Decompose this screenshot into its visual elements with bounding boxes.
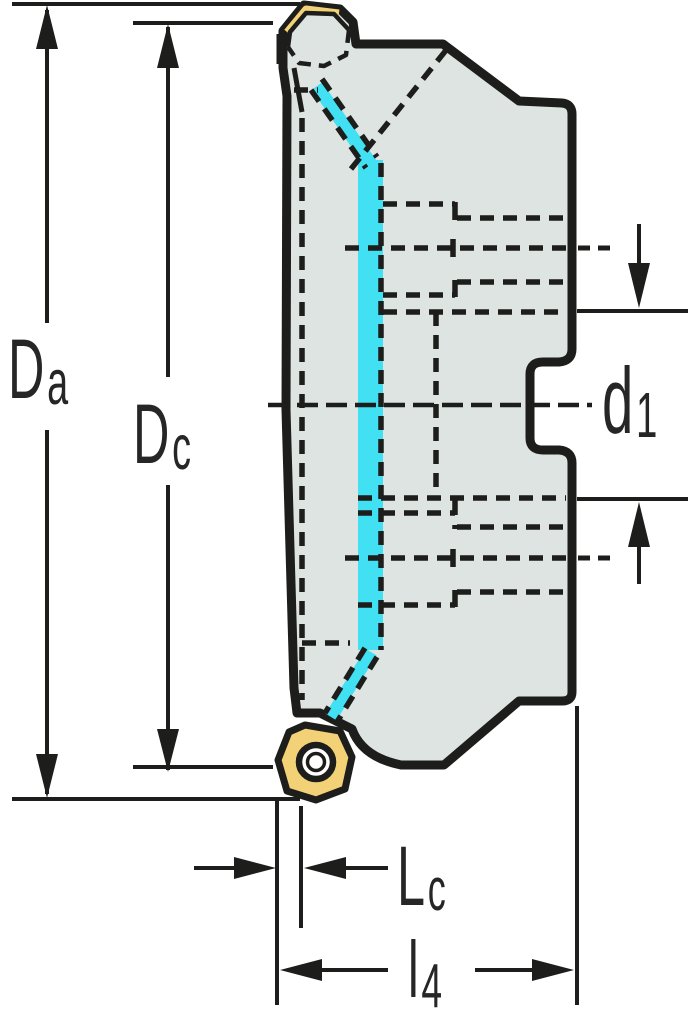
insert-bottom	[274, 721, 356, 804]
gash-line	[348, 47, 450, 171]
edge-border-top-left	[308, 88, 369, 170]
dimension-dc	[115, 21, 273, 772]
d1-label-sub: 1	[636, 380, 657, 452]
dc-arrow-up	[157, 24, 179, 68]
da-arrow-up	[36, 5, 58, 49]
dimension-d1	[577, 224, 688, 584]
lc-arrow-right	[304, 857, 346, 879]
d1-arrow-down	[628, 263, 650, 308]
l4-arrow-right	[532, 959, 574, 981]
insert-top-face-solid	[285, 10, 351, 48]
da-label: D a	[8, 322, 68, 419]
l4-label-main: l	[408, 924, 419, 1014]
edge-border-bottom-left	[322, 646, 368, 715]
l4-label-sub: 4	[421, 951, 442, 1020]
insert-top	[284, 5, 352, 69]
edge-border-bottom-right	[334, 655, 380, 724]
cutter-body	[276, 0, 577, 770]
da-label-sub: a	[47, 348, 68, 418]
da-label-box	[0, 323, 102, 430]
l4-label: l 4	[408, 924, 442, 1020]
insert-top-face-hidden	[286, 29, 352, 69]
insert-screw-hole	[305, 751, 327, 773]
lc-label-sub: c	[428, 857, 446, 924]
hidden-detail-lines	[294, 47, 566, 724]
dc-label: D c	[133, 387, 191, 484]
dc-label-main: D	[133, 387, 169, 482]
d1-label-main: d	[602, 349, 633, 453]
dimension-da	[0, 2, 300, 801]
dc-label-box	[115, 377, 220, 485]
dc-arrow-down	[157, 729, 179, 772]
da-label-main: D	[8, 322, 44, 417]
d1-arrow-up	[628, 502, 650, 547]
highlight-diagonal-top	[311, 82, 377, 168]
lc-arrow-left	[234, 857, 276, 879]
dc-label-sub: c	[172, 413, 191, 483]
da-arrow-down	[36, 754, 58, 798]
lc-label: L c	[397, 829, 446, 924]
l4-label-box	[388, 922, 475, 1018]
dimension-lc	[194, 801, 388, 1005]
dimension-l4	[280, 706, 579, 1018]
lc-label-main: L	[397, 829, 425, 924]
l4-arrow-left	[280, 959, 322, 981]
cutter-body-outline	[278, 0, 577, 770]
highlight-diagonal-bottom	[325, 648, 377, 721]
d1-label: d 1	[602, 349, 657, 453]
